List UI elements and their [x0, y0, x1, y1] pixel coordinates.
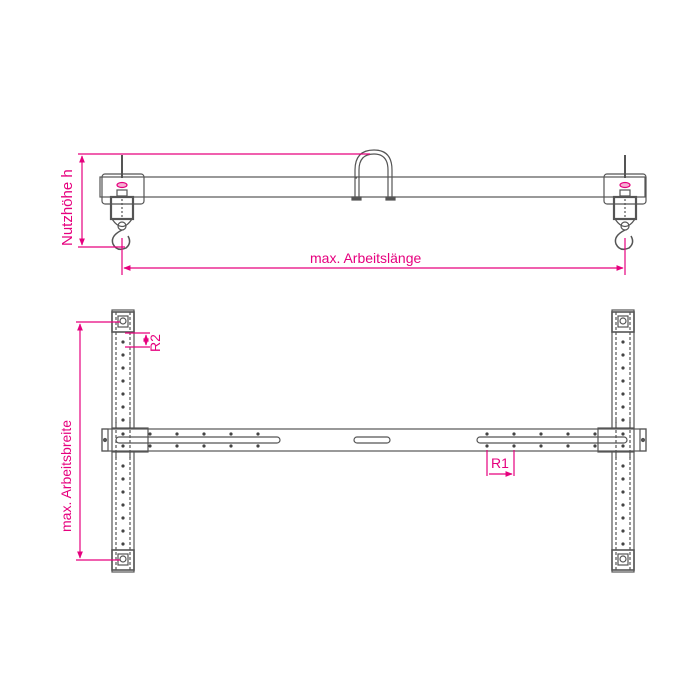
right-hoist: [612, 181, 638, 251]
top-view: [101, 309, 647, 573]
hole-pattern: [121, 340, 625, 546]
beam-side: [99, 176, 646, 198]
max-working-width-label: max. Arbeitsbreite: [58, 419, 74, 532]
left-end-block: [101, 173, 145, 205]
lifting-shackle: [351, 149, 396, 201]
left-hoist: [109, 181, 135, 251]
r1-label: R1: [491, 455, 509, 471]
center-slot: [353, 436, 391, 444]
max-working-length-label: max. Arbeitslänge: [310, 250, 422, 266]
usable-height-label: Nutzhöhe h: [59, 169, 76, 246]
side-dimensions: [78, 153, 626, 275]
r2-label: R2: [147, 334, 163, 352]
side-view: [99, 149, 647, 251]
crossbeam: [101, 428, 647, 452]
top-dimensions: [76, 321, 515, 561]
